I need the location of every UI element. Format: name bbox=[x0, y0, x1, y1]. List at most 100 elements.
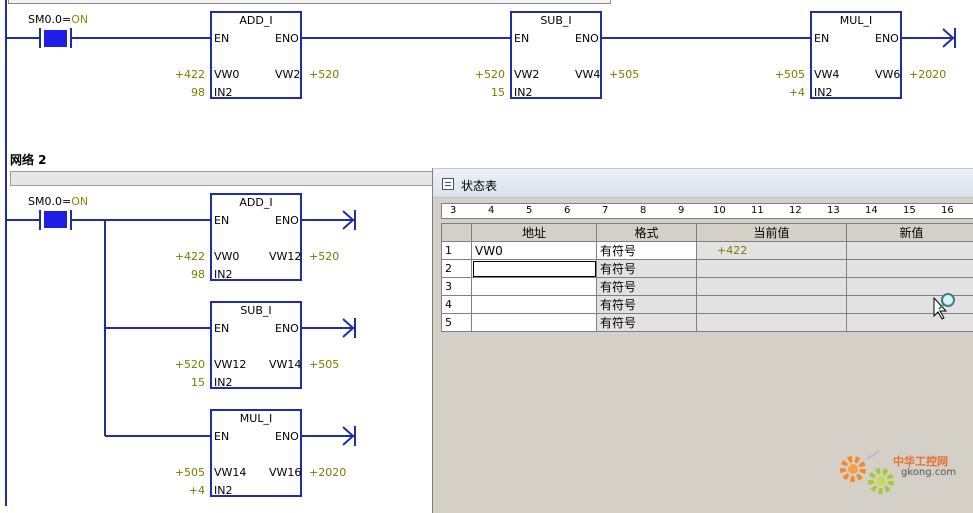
value-in2-sub-n1: 15 bbox=[491, 86, 505, 99]
svg-text:VW14: VW14 bbox=[214, 466, 246, 479]
value-in2-sub-n2: 15 bbox=[191, 376, 205, 389]
address-cell[interactable] bbox=[472, 260, 597, 278]
ruler-mark: 6 bbox=[564, 205, 570, 216]
svg-text:IN2: IN2 bbox=[214, 268, 232, 281]
address-cell[interactable]: VW0 bbox=[472, 242, 597, 260]
status-table-titlebar[interactable]: 状态表 bbox=[433, 169, 973, 198]
add-i-box-n2[interactable]: ADD_I EN ENO VW0 IN2 VW12 bbox=[211, 194, 301, 281]
row-number[interactable]: 3 bbox=[442, 278, 472, 296]
svg-text:IN2: IN2 bbox=[814, 86, 832, 99]
address-header[interactable]: 地址 bbox=[472, 224, 597, 242]
grid-header-row: 地址 格式 当前值 新值 bbox=[442, 224, 973, 242]
svg-text:ENO: ENO bbox=[275, 322, 299, 335]
value-vw0-n2: +422 bbox=[175, 250, 205, 263]
svg-text:ENO: ENO bbox=[275, 214, 299, 227]
value-vw4-n1: +505 bbox=[609, 68, 639, 81]
svg-text:VW16: VW16 bbox=[269, 466, 301, 479]
column-ruler[interactable]: 3 4 5 6 7 8 9 10 11 12 13 14 15 16 bbox=[441, 203, 973, 219]
contact-sm0-0-n1[interactable] bbox=[40, 28, 71, 48]
ruler-mark: 12 bbox=[789, 205, 802, 216]
new-value-cell[interactable] bbox=[847, 260, 973, 278]
row-number[interactable]: 2 bbox=[442, 260, 472, 278]
svg-text:VW12: VW12 bbox=[214, 358, 246, 371]
new-value-header[interactable]: 新值 bbox=[847, 224, 973, 242]
address-cell[interactable] bbox=[472, 278, 597, 296]
ruler-mark: 11 bbox=[751, 205, 764, 216]
svg-text:ENO: ENO bbox=[575, 32, 599, 45]
format-cell[interactable]: 有符号 bbox=[597, 260, 697, 278]
svg-text:EN: EN bbox=[814, 32, 829, 45]
value-vw4-mul-n1: +505 bbox=[775, 68, 805, 81]
new-value-cell[interactable] bbox=[847, 242, 973, 260]
svg-text:SUB_I: SUB_I bbox=[240, 304, 271, 317]
row-number[interactable]: 1 bbox=[442, 242, 472, 260]
svg-text:MUL_I: MUL_I bbox=[840, 14, 872, 27]
svg-text:MUL_I: MUL_I bbox=[240, 412, 272, 425]
magnifier-cursor-icon bbox=[933, 292, 959, 320]
row-number-header[interactable] bbox=[442, 224, 472, 242]
value-in2-mul-n2: +4 bbox=[189, 484, 205, 497]
address-cell[interactable] bbox=[472, 296, 597, 314]
table-row[interactable]: 1 VW0 有符号 +422 bbox=[442, 242, 973, 260]
value-in2-add-n2: 98 bbox=[191, 268, 205, 281]
ruler-mark: 9 bbox=[678, 205, 684, 216]
svg-text:IN2: IN2 bbox=[214, 484, 232, 497]
table-row[interactable]: 4 有符号 bbox=[442, 296, 973, 314]
current-value-cell bbox=[697, 296, 847, 314]
ruler-mark: 4 bbox=[488, 205, 494, 216]
ruler-mark: 5 bbox=[526, 205, 532, 216]
format-cell[interactable]: 有符号 bbox=[597, 278, 697, 296]
add-i-box-n1[interactable]: ADD_I EN ENO VW0 IN2 VW2 bbox=[211, 12, 301, 99]
svg-text:IN2: IN2 bbox=[214, 376, 232, 389]
contact-sm0-0-n2[interactable] bbox=[40, 210, 71, 230]
svg-text:IN2: IN2 bbox=[214, 86, 232, 99]
svg-text:ADD_I: ADD_I bbox=[239, 14, 272, 27]
ruler-mark: 13 bbox=[827, 205, 840, 216]
mul-i-box-n1[interactable]: MUL_I EN ENO VW4 IN2 VW6 bbox=[811, 12, 901, 99]
format-header[interactable]: 格式 bbox=[597, 224, 697, 242]
value-vw2-sub-n1: +520 bbox=[475, 68, 505, 81]
contact-1-label: SM0.0=ON bbox=[28, 13, 88, 26]
value-vw12-n2: +520 bbox=[309, 250, 339, 263]
svg-text:VW4: VW4 bbox=[575, 68, 600, 81]
svg-text:VW0: VW0 bbox=[214, 68, 239, 81]
row-number[interactable]: 4 bbox=[442, 296, 472, 314]
ruler-mark: 10 bbox=[713, 205, 726, 216]
current-value-cell: +422 bbox=[697, 242, 847, 260]
watermark-en-text: gkong.com bbox=[901, 467, 956, 478]
format-cell[interactable]: 有符号 bbox=[597, 296, 697, 314]
address-cell[interactable] bbox=[472, 314, 597, 332]
svg-text:EN: EN bbox=[214, 214, 229, 227]
svg-text:ENO: ENO bbox=[275, 32, 299, 45]
svg-text:VW14: VW14 bbox=[269, 358, 301, 371]
network-1: SM0.0=ON ADD_I EN ENO VW0 IN2 VW2 +422 9… bbox=[6, 12, 955, 99]
value-in2-add-n1: 98 bbox=[191, 86, 205, 99]
value-vw16-n2: +2020 bbox=[309, 466, 346, 479]
ruler-mark: 3 bbox=[450, 205, 456, 216]
sub-i-box-n2[interactable]: SUB_I EN ENO VW12 IN2 VW14 bbox=[211, 302, 301, 389]
value-vw14-mul-n2: +505 bbox=[175, 466, 205, 479]
table-row[interactable]: 5 有符号 bbox=[442, 314, 973, 332]
ruler-mark: 15 bbox=[903, 205, 916, 216]
svg-text:ENO: ENO bbox=[875, 32, 899, 45]
table-row[interactable]: 2 有符号 bbox=[442, 260, 973, 278]
current-value-cell bbox=[697, 314, 847, 332]
svg-text:VW4: VW4 bbox=[814, 68, 839, 81]
format-cell[interactable]: 有符号 bbox=[597, 242, 697, 260]
mul-i-box-n2[interactable]: MUL_I EN ENO VW14 IN2 VW16 bbox=[211, 410, 301, 497]
svg-text:EN: EN bbox=[214, 322, 229, 335]
network-2-comment-bar[interactable] bbox=[10, 171, 435, 186]
format-cell[interactable]: 有符号 bbox=[597, 314, 697, 332]
value-vw2-n1: +520 bbox=[309, 68, 339, 81]
ruler-mark: 16 bbox=[941, 205, 954, 216]
contact-2-label: SM0.0=ON bbox=[28, 195, 88, 208]
svg-text:VW2: VW2 bbox=[275, 68, 300, 81]
svg-text:ENO: ENO bbox=[275, 430, 299, 443]
network-2-title: 网络 2 bbox=[10, 151, 47, 168]
value-vw12-sub-n2: +520 bbox=[175, 358, 205, 371]
svg-text:VW12: VW12 bbox=[269, 250, 301, 263]
row-number[interactable]: 5 bbox=[442, 314, 472, 332]
current-value-header[interactable]: 当前值 bbox=[697, 224, 847, 242]
sub-i-box-n1[interactable]: SUB_I EN ENO VW2 IN2 VW4 bbox=[511, 12, 601, 99]
table-row[interactable]: 3 有符号 bbox=[442, 278, 973, 296]
